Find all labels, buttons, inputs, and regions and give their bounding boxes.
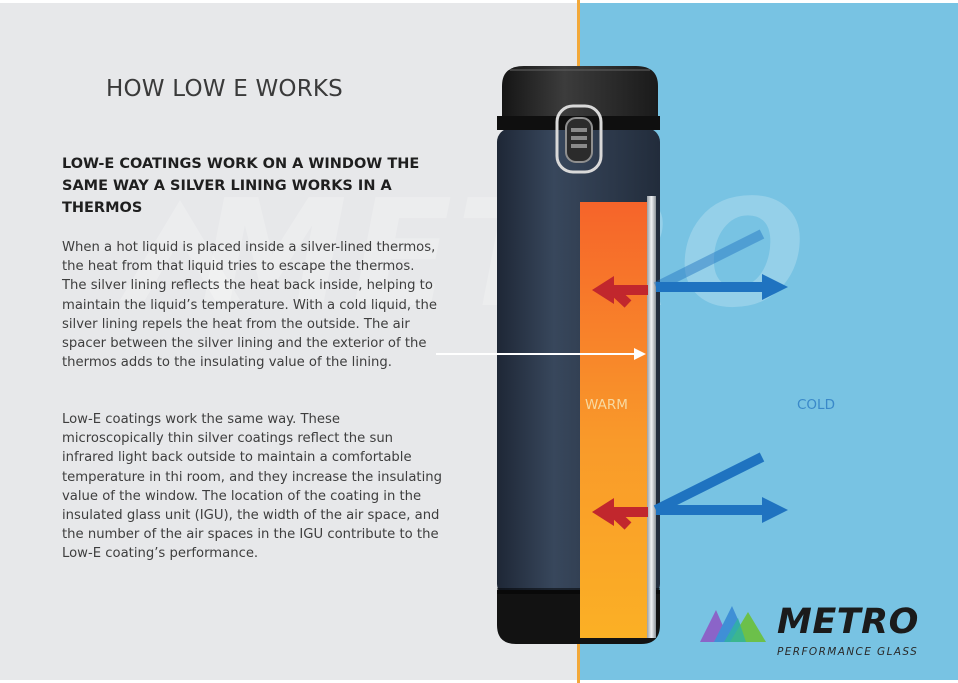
logo-tagline: PERFORMANCE GLASS [777,646,919,658]
cold-reflect-arrow-icon [653,452,788,523]
body-paragraph: Low-E coatings work the same way. These … [62,412,442,562]
metro-logo: METRO PERFORMANCE GLASS [700,602,940,664]
heat-reflect-arrow-icon [592,276,648,308]
cold-label: COLD [797,397,835,413]
watermark-chevron-icon [120,200,240,300]
cold-reflect-arrow-icon [653,229,788,300]
warm-label: WARM [585,397,628,413]
warm-liquid [580,202,647,638]
page-title: HOW LOW E WORKS [106,76,343,102]
logo-wordmark: METRO [777,602,919,642]
heat-reflect-arrow-icon [592,498,648,530]
silver-lining [647,196,656,638]
metro-logo-icon [700,606,766,642]
section-subtitle: LOW-E COATINGS WORK ON A WINDOW THE SAME… [62,156,420,216]
body-paragraph: When a hot liquid is placed inside a sil… [62,240,437,371]
left-panel [0,3,578,680]
pointer-arrow-icon [436,348,646,360]
